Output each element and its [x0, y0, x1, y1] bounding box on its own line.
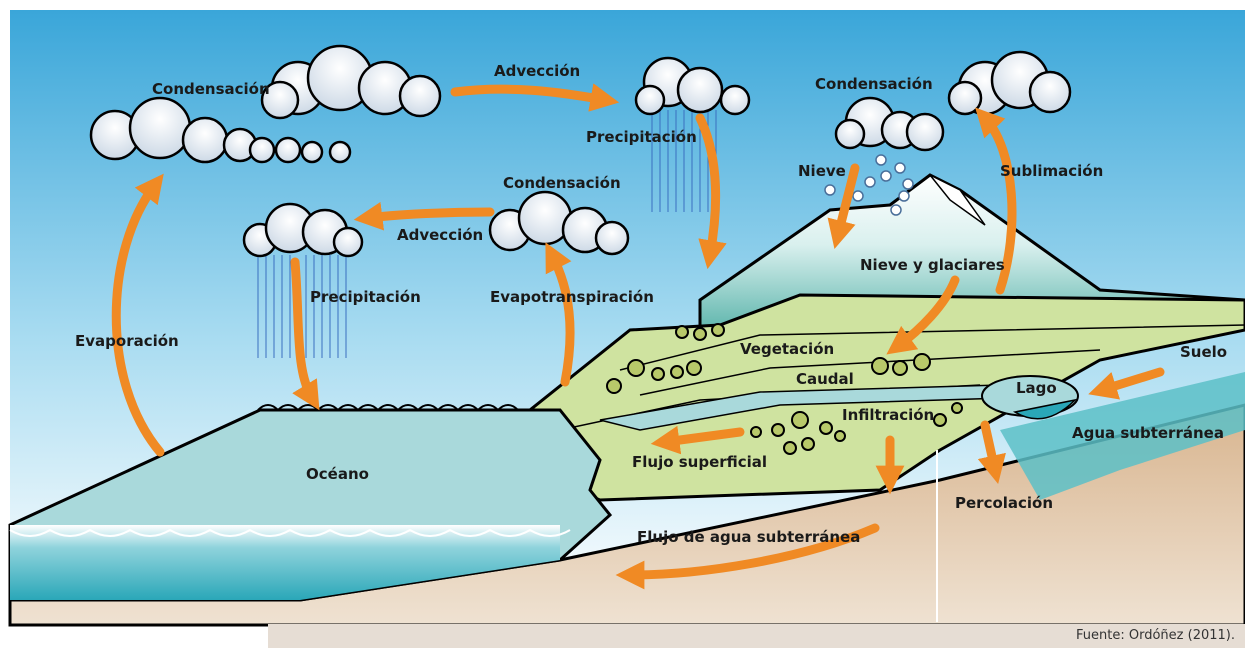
label-lago: Lago	[1016, 379, 1057, 397]
label-agua-subterranea: Agua subterránea	[1072, 424, 1224, 442]
label-evaporacion: Evaporación	[75, 332, 179, 350]
label-oceano: Océano	[306, 465, 369, 483]
label-sublimacion: Sublimación	[1000, 162, 1103, 180]
source-footer: Fuente: Ordóñez (2011).	[268, 624, 1245, 648]
label-percolacion: Percolación	[955, 494, 1053, 512]
label-condensacion-top: Condensación	[152, 80, 270, 98]
label-condensacion-mountain: Condensación	[815, 75, 933, 93]
label-infiltracion: Infiltración	[842, 406, 934, 424]
source-citation: Fuente: Ordóñez (2011).	[1076, 628, 1235, 643]
label-precipitacion-right: Precipitación	[586, 128, 697, 146]
label-advection-top: Advección	[494, 62, 580, 80]
label-condensacion-middle: Condensación	[503, 174, 621, 192]
label-caudal: Caudal	[796, 370, 854, 388]
label-nieve-glaciares: Nieve y glaciares	[860, 256, 1005, 274]
label-suelo: Suelo	[1180, 343, 1227, 361]
label-nieve: Nieve	[798, 162, 846, 180]
label-flujo-agua-subterranea: Flujo de agua subterránea	[637, 528, 860, 546]
label-vegetacion: Vegetación	[740, 340, 834, 358]
label-evapotranspiracion: Evapotranspiración	[490, 288, 654, 306]
label-precipitacion-left: Precipitación	[310, 288, 421, 306]
label-advection-middle: Advección	[397, 226, 483, 244]
label-flujo-superficial: Flujo superficial	[632, 453, 767, 471]
